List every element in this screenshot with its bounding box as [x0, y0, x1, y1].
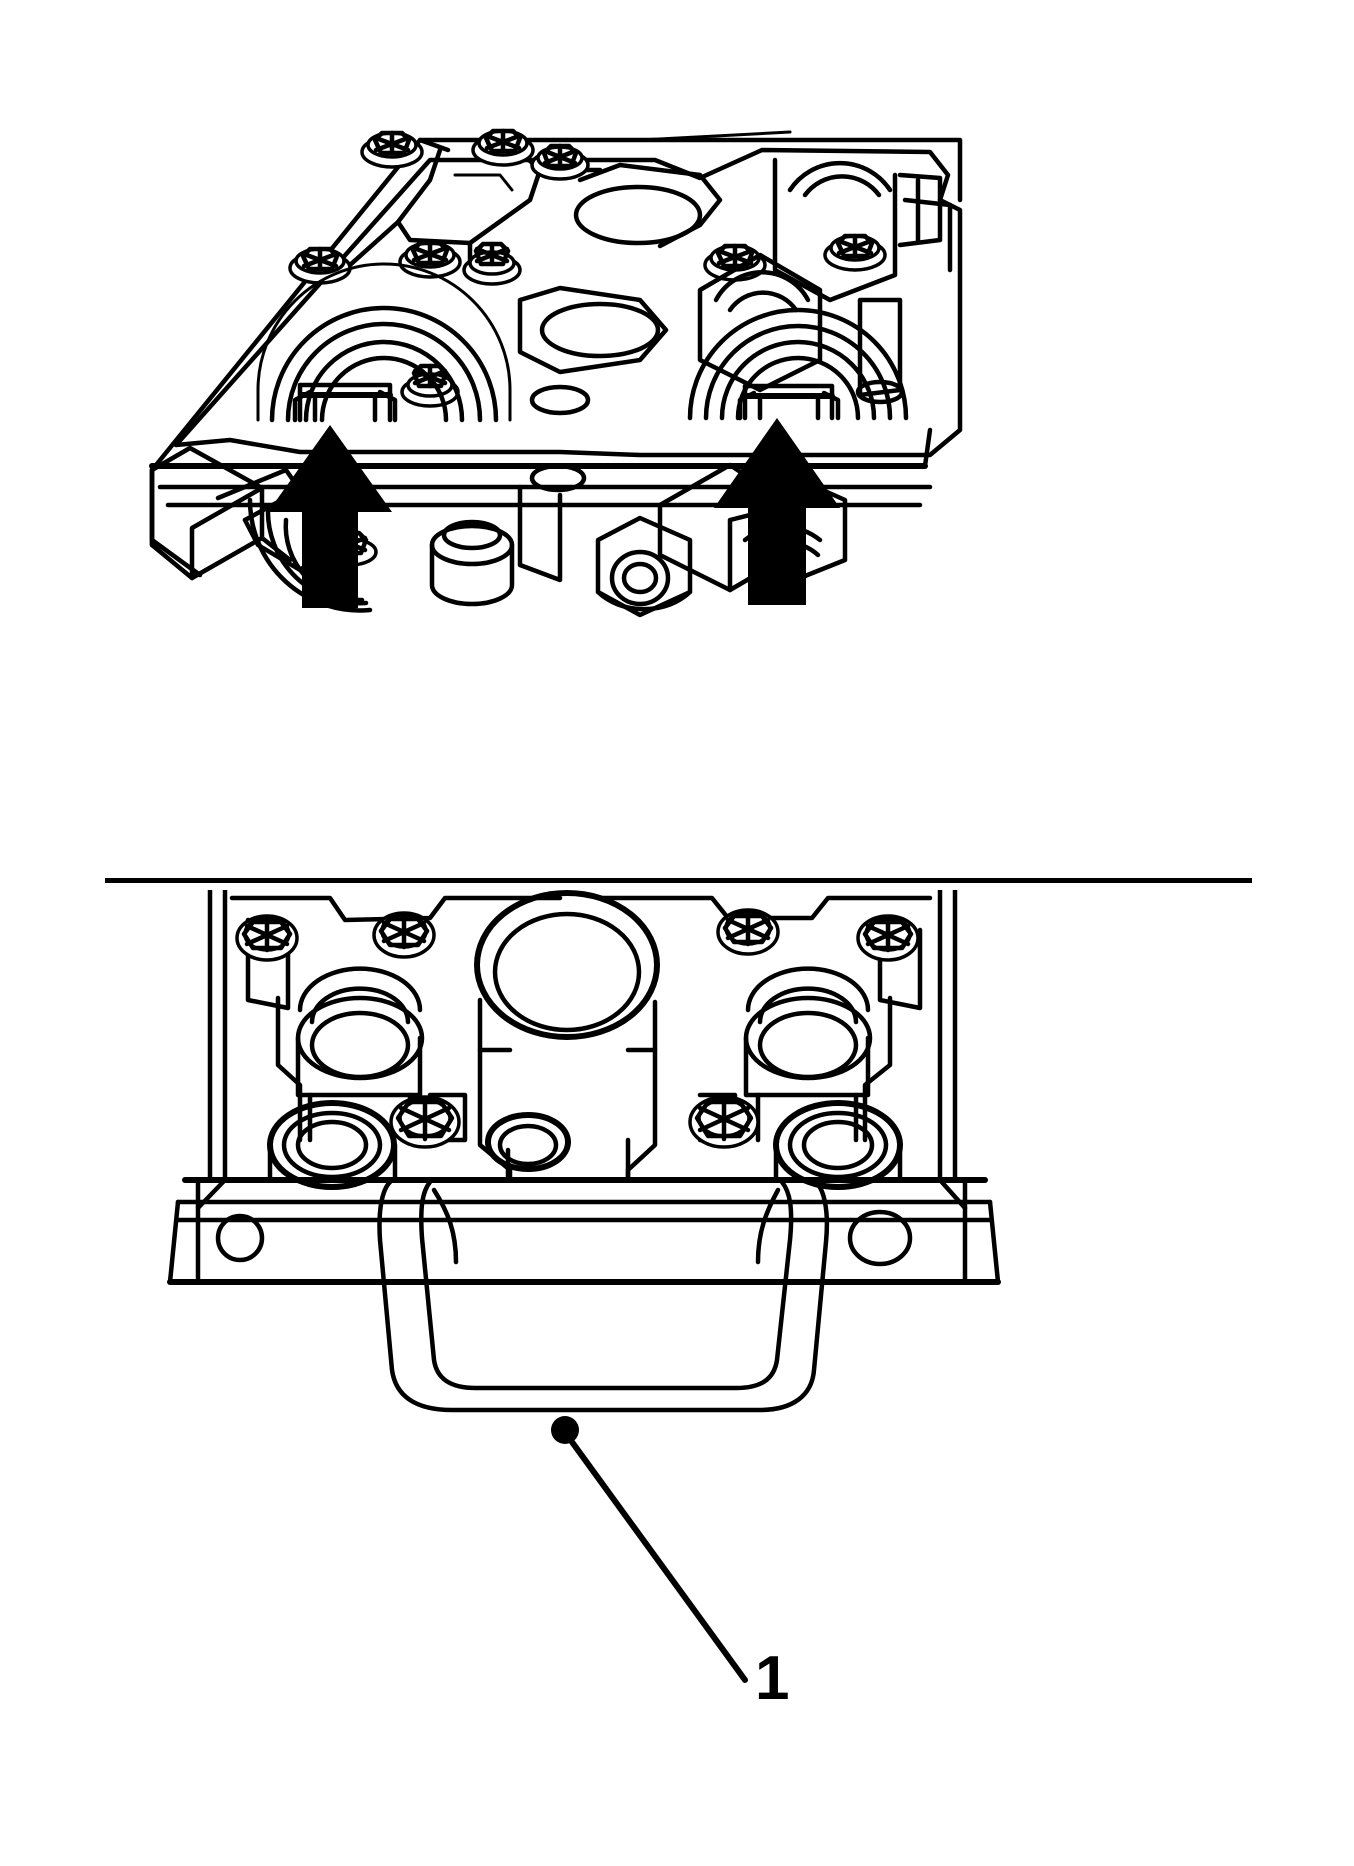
figure-top-drawing — [149, 128, 963, 618]
torx-bolt — [462, 241, 522, 286]
cylinder-head-front-view — [0, 890, 1354, 1866]
torx-bolt — [471, 128, 535, 167]
cylinder-head-body-front — [167, 890, 1001, 1285]
figure-bottom-drawing — [167, 890, 1001, 1683]
torx-bolt — [400, 363, 460, 408]
torx-bolt — [235, 914, 299, 962]
camshaft-bearing-right — [687, 307, 909, 421]
torx-bolt — [716, 908, 780, 956]
torx-bolt — [688, 1095, 760, 1149]
cylinder-head-perspective-view — [0, 0, 1354, 880]
arrow-left — [268, 425, 392, 608]
right-flange — [855, 172, 953, 405]
callout-number-1: 1 — [755, 1644, 790, 1713]
torx-bolt-group-front — [235, 908, 920, 1149]
torx-bolt — [856, 914, 920, 962]
cam-assembly-left — [267, 966, 468, 1190]
torx-bolt — [703, 243, 767, 282]
torx-bolt — [288, 246, 352, 285]
torx-bolt-group-top — [360, 128, 590, 181]
cam-tower-upper-right — [697, 157, 898, 393]
figure-separator-rule — [105, 878, 1252, 883]
arrow-right — [714, 418, 840, 605]
torx-bolt — [823, 233, 887, 272]
cam-assembly-right — [697, 966, 903, 1190]
cylinder-head-ports — [517, 162, 723, 493]
torx-bolt — [398, 240, 462, 279]
small-bosses — [207, 890, 958, 1267]
engine-lifting-bracket — [377, 1179, 830, 1413]
torx-bolt — [372, 911, 436, 959]
camshaft-bearing-left — [256, 262, 512, 423]
torx-bolt — [360, 130, 424, 169]
callout-leader-1 — [551, 1416, 748, 1683]
torx-bolt — [530, 143, 590, 181]
torx-bolt — [389, 1095, 461, 1149]
